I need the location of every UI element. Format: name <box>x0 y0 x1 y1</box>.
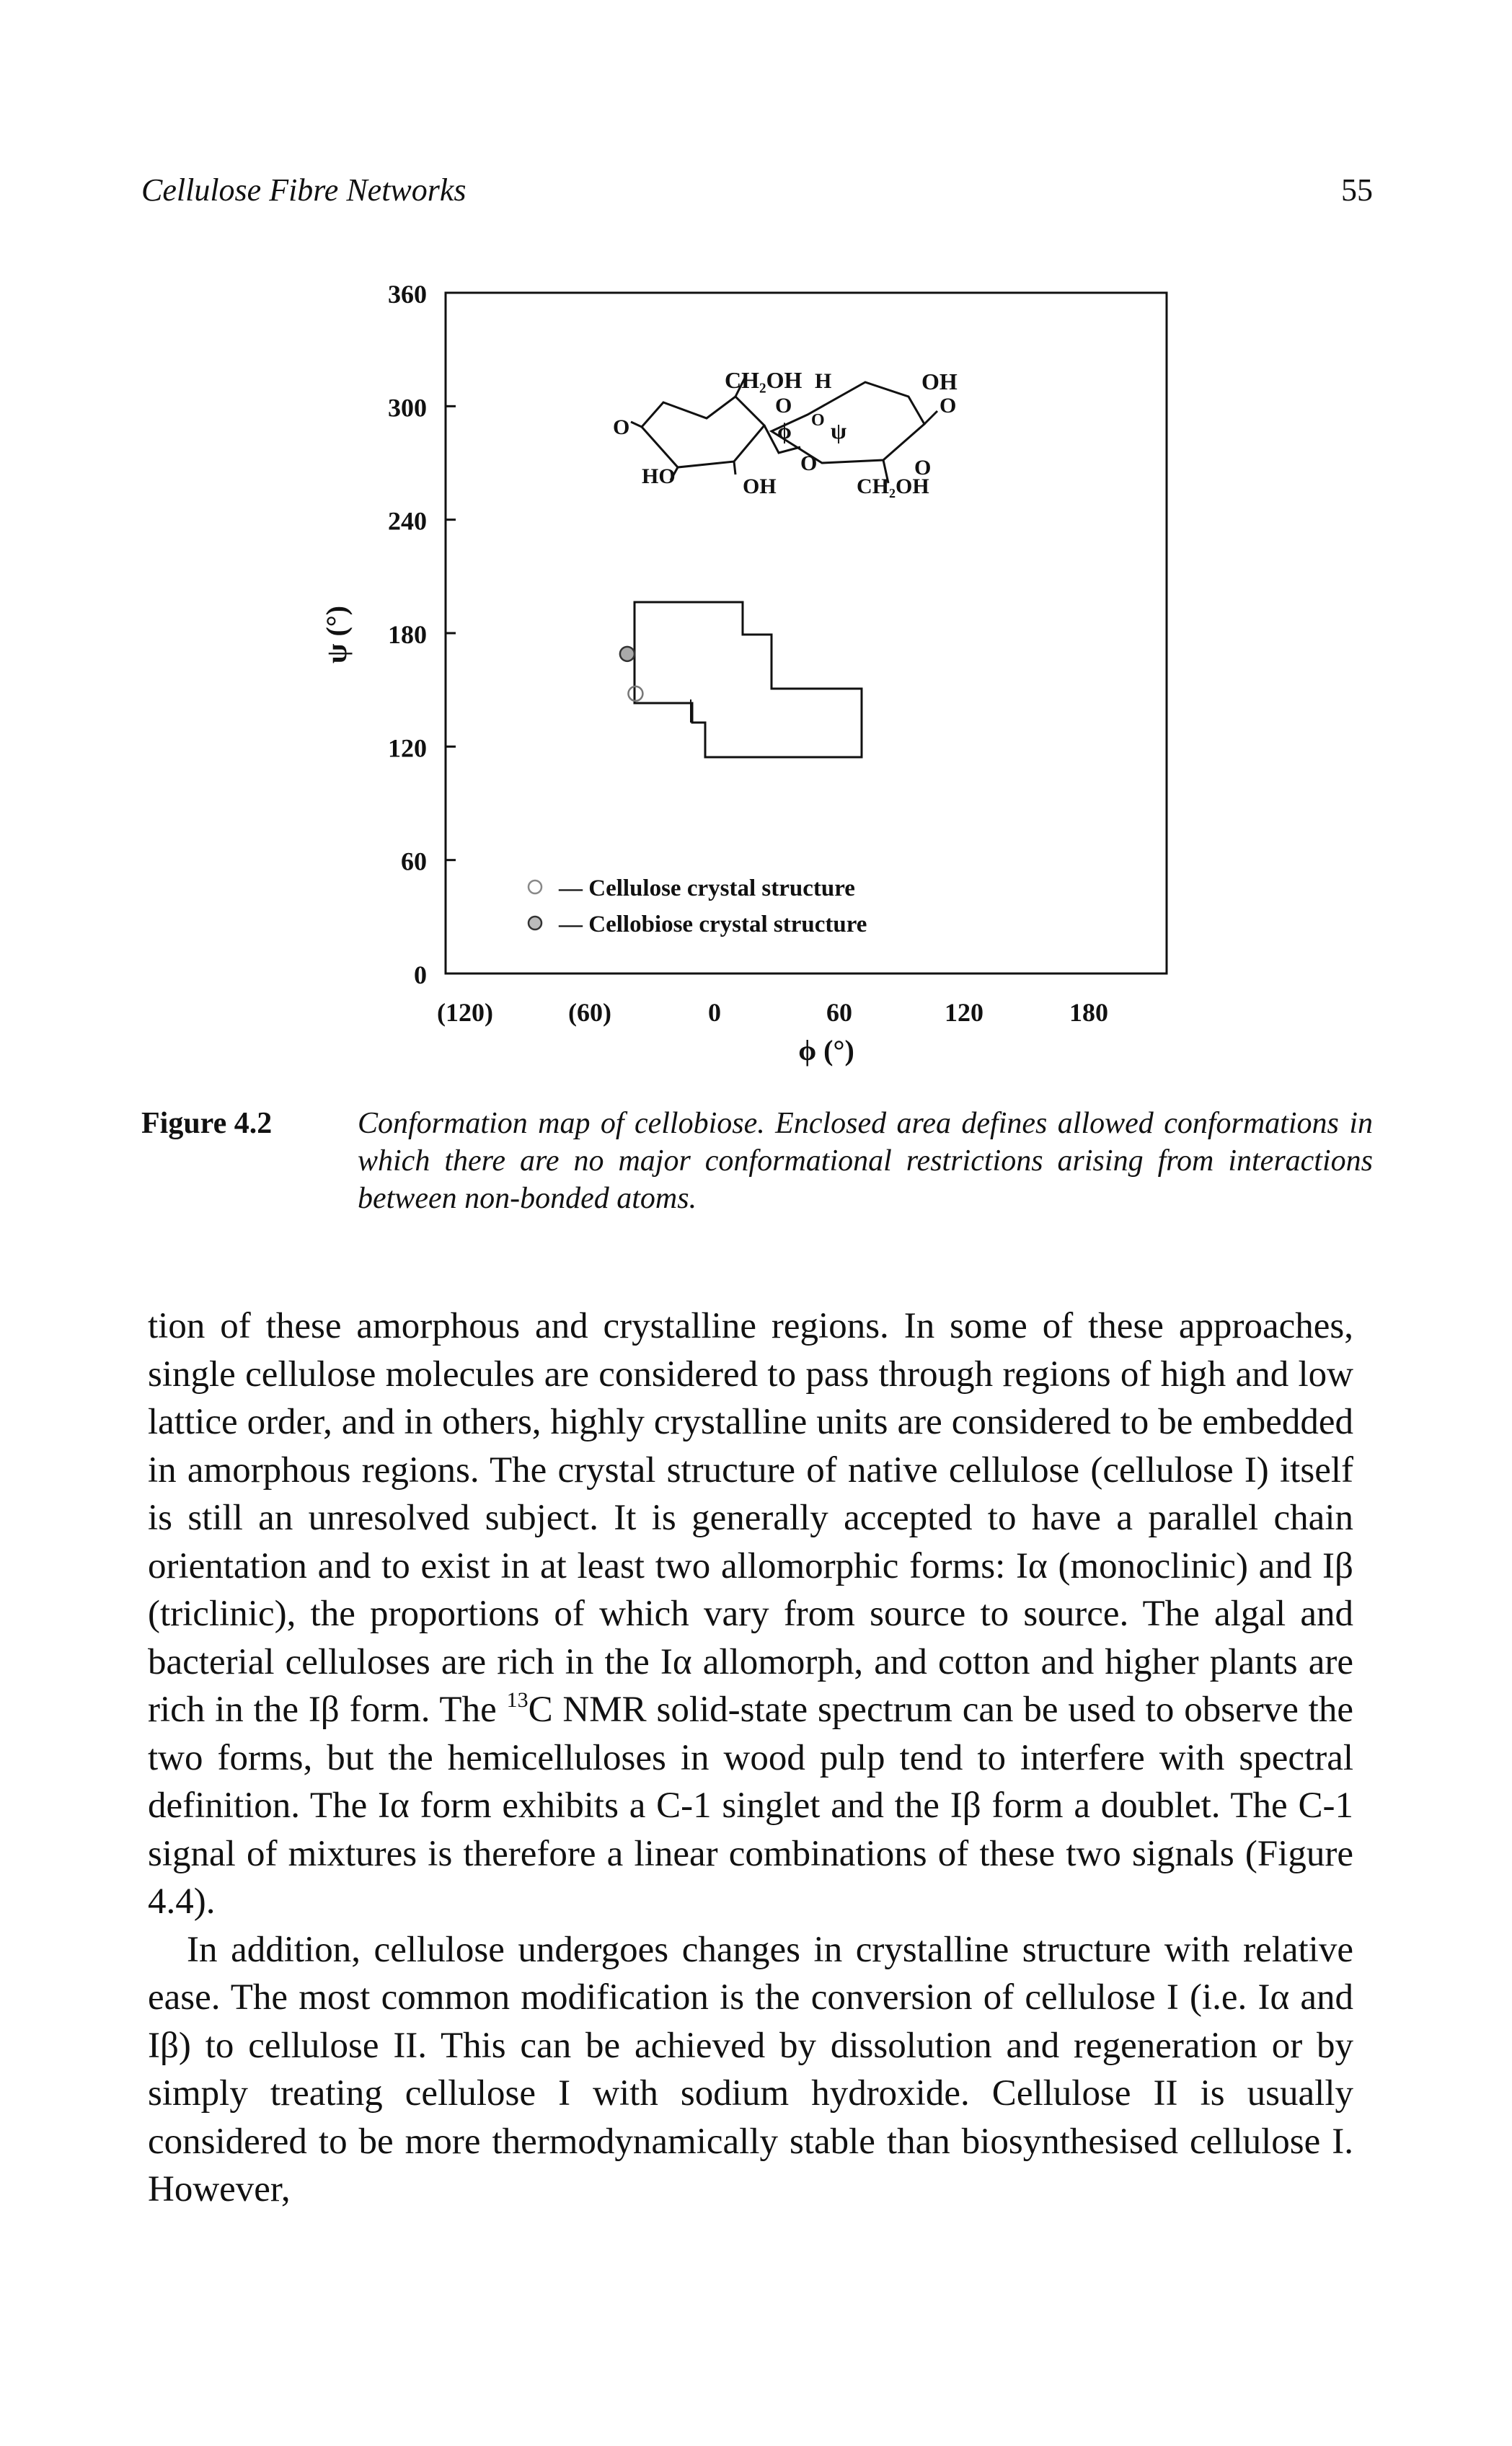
y-tick-label: 60 <box>401 847 427 876</box>
bond-ch2oh-right <box>882 459 890 484</box>
legend-entry-cellulose: — Cellulose crystal structure <box>558 875 855 901</box>
paragraph-1-part-a: tion of these amorphous and crystalline … <box>148 1306 1353 1730</box>
data-points <box>619 645 644 702</box>
glycosidic-bond <box>763 425 801 454</box>
y-tick-label: 360 <box>388 280 427 309</box>
ring-left <box>640 395 766 469</box>
x-tick-label: (120) <box>437 998 493 1027</box>
paragraph-1: tion of these amorphous and crystalline … <box>148 1302 1353 1926</box>
bond-right-o <box>923 410 939 425</box>
x-tick-label: (60) <box>568 998 611 1027</box>
x-axis-label: ϕ (°) <box>798 1034 854 1067</box>
molecule-label: HO <box>642 464 676 488</box>
x-axis-ticks: (120) (60) 0 60 120 180 <box>437 998 1108 1027</box>
molecule-label: O <box>940 394 956 418</box>
y-tick-label: 300 <box>388 393 427 422</box>
molecule-label: O <box>914 456 931 480</box>
x-tick-label: 180 <box>1069 998 1108 1027</box>
molecule-label: OH <box>921 368 958 394</box>
legend-marker-open-circle <box>527 879 543 895</box>
data-point-cellulose <box>627 685 644 702</box>
y-tick-label: 120 <box>388 733 427 762</box>
molecule-label: OH <box>743 474 777 498</box>
molecule-label: H <box>815 369 831 393</box>
y-tick-label: 0 <box>414 961 427 989</box>
paragraph-2: In addition, cellulose undergoes changes… <box>148 1929 1353 2210</box>
allowed-region-outline <box>633 601 863 759</box>
ring-right <box>769 381 926 464</box>
y-tick-label: 180 <box>388 620 427 649</box>
molecule-label: CH₂OH <box>725 367 802 393</box>
molecule-label: O <box>800 451 817 475</box>
molecule-label: ϕ <box>777 418 792 443</box>
page-number: 55 <box>1341 172 1373 208</box>
plot-frame <box>444 291 1168 975</box>
data-point-cellobiose <box>619 645 636 663</box>
running-header: Cellulose Fibre Networks 55 <box>141 172 1373 215</box>
bond-ch2oh-left <box>734 374 748 397</box>
body-text: tion of these amorphous and crystalline … <box>148 1302 1353 2214</box>
caption-label: Figure 4.2 <box>141 1107 273 1140</box>
superscript-13: 13 <box>506 1688 529 1712</box>
molecule-label: CH₂OH <box>857 474 929 498</box>
conformation-map-figure: CH₂OH H O ϕ ψ OH HO OH O CH₂OH O O O O —… <box>303 274 1255 1085</box>
conformation-map-chart: CH₂OH H O ϕ ψ OH HO OH O CH₂OH O O O O —… <box>320 280 1168 1067</box>
x-tick-label: 120 <box>945 998 983 1027</box>
chart-legend: — Cellulose crystal structure — Cellobio… <box>527 875 867 937</box>
molecule-label: O <box>811 411 825 430</box>
y-axis-ticks: 360 300 240 180 120 60 0 <box>388 280 456 989</box>
bond-oh <box>733 461 737 475</box>
caption-text: Conformation map of cellobiose. Enclosed… <box>358 1107 1373 1215</box>
y-tick-label: 240 <box>388 507 427 536</box>
paragraph-1-part-b: C NMR solid-state spectrum can be used t… <box>148 1690 1353 1922</box>
y-axis-label: ψ (°) <box>320 606 353 663</box>
running-title: Cellulose Fibre Networks <box>141 172 467 208</box>
molecule-label: O <box>775 394 792 418</box>
x-tick-label: 0 <box>708 998 721 1027</box>
bond-ho <box>669 467 679 481</box>
molecule-label: O <box>613 415 629 439</box>
cellobiose-structure <box>630 374 939 484</box>
molecule-label: ψ <box>831 418 846 443</box>
x-tick-label: 60 <box>826 998 852 1027</box>
bond-left-o <box>630 420 642 428</box>
legend-marker-filled-circle <box>527 915 543 931</box>
legend-entry-cellobiose: — Cellobiose crystal structure <box>558 911 867 937</box>
